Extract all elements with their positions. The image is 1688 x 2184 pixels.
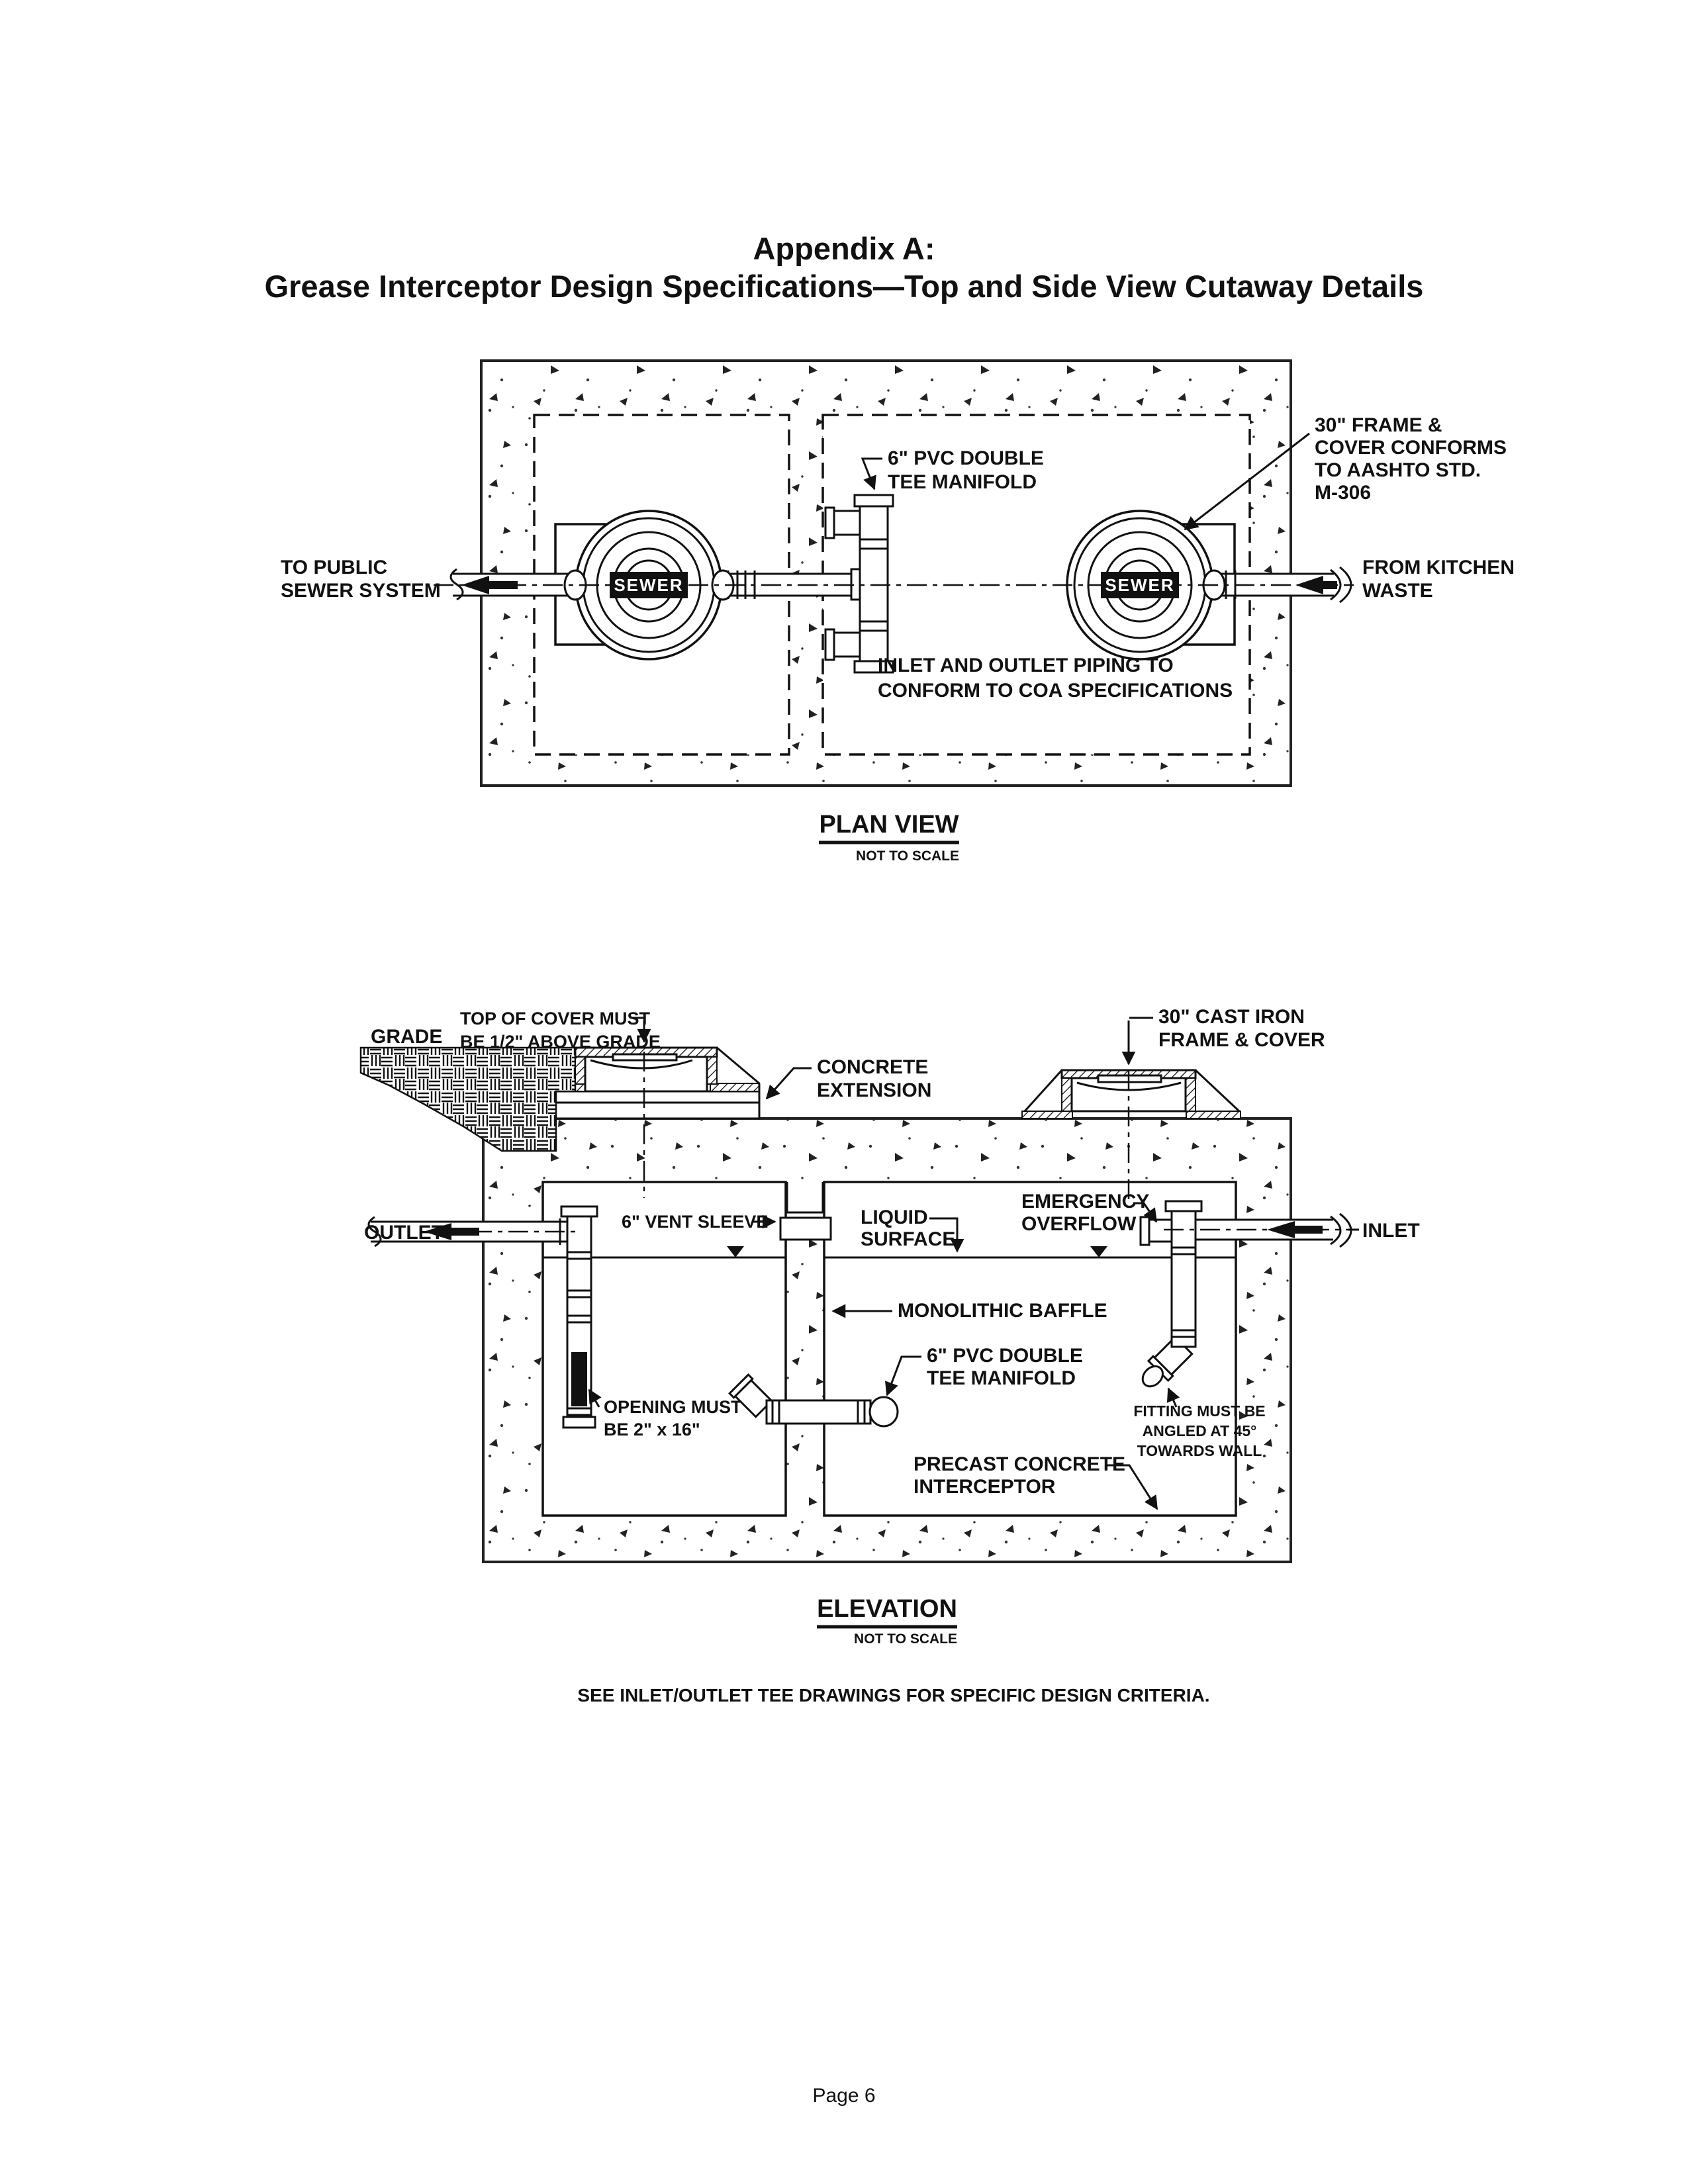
svg-text:SURFACE: SURFACE <box>861 1228 955 1250</box>
svg-text:30" CAST IRON: 30" CAST IRON <box>1158 1006 1305 1028</box>
svg-text:ELEVATION: ELEVATION <box>817 1595 957 1623</box>
plan-frame-cover-label: 30" FRAME & COVER CONFORMS TO AASHTO STD… <box>1184 414 1507 531</box>
svg-text:INLET: INLET <box>1362 1220 1420 1242</box>
svg-text:TOP OF COVER MUST: TOP OF COVER MUST <box>460 1009 651 1028</box>
svg-text:PRECAST CONCRETE: PRECAST CONCRETE <box>914 1453 1125 1475</box>
vent-notch <box>787 1181 823 1212</box>
elevation-drawing: GRADE TOP OF COVER MUST BE 1/2" ABOVE GR… <box>359 1006 1420 1647</box>
baffle-label: MONOLITHIC BAFFLE <box>831 1300 1107 1322</box>
pipe-break-symbol <box>367 1216 382 1248</box>
svg-text:FITTING MUST BE: FITTING MUST BE <box>1133 1402 1265 1420</box>
inlet-label: INLET <box>1348 1220 1420 1242</box>
svg-text:MONOLITHIC BAFFLE: MONOLITHIC BAFFLE <box>898 1300 1107 1322</box>
design-criteria-note: SEE INLET/OUTLET TEE DRAWINGS FOR SPECIF… <box>577 1685 1210 1706</box>
plan-from-kitchen-label: FROM KITCHEN WASTE <box>1362 557 1515 602</box>
elevation-title: ELEVATION NOT TO SCALE <box>817 1595 957 1647</box>
pipe-bell-end <box>1330 569 1342 601</box>
svg-text:INTERCEPTOR: INTERCEPTOR <box>914 1476 1056 1498</box>
grade-hatch <box>359 1046 577 1152</box>
svg-text:EMERGENCY: EMERGENCY <box>1021 1191 1149 1212</box>
svg-text:TEE MANIFOLD: TEE MANIFOLD <box>888 471 1037 493</box>
plan-view-title: PLAN VIEW NOT TO SCALE <box>819 811 959 864</box>
svg-text:PLAN VIEW: PLAN VIEW <box>819 811 959 839</box>
svg-text:WASTE: WASTE <box>1362 580 1433 602</box>
page-title: Appendix A: Grease Interceptor Design Sp… <box>0 233 1688 309</box>
right-sewer-cover-label: SEWER <box>1101 572 1179 598</box>
opening-label: OPENING MUST BE 2" x 16" <box>588 1388 742 1439</box>
page-number: Page 6 <box>812 2085 876 2107</box>
svg-text:6" PVC DOUBLE: 6" PVC DOUBLE <box>927 1345 1083 1367</box>
svg-text:TOWARDS WALL: TOWARDS WALL <box>1137 1442 1262 1459</box>
right-cover-axis <box>1121 1017 1153 1203</box>
plan-scale-note: NOT TO SCALE <box>856 848 959 864</box>
plan-manifold-label: 6" PVC DOUBLE TEE MANIFOLD <box>861 447 1044 493</box>
svg-text:OVERFLOW: OVERFLOW <box>1021 1213 1137 1235</box>
plan-double-tee-manifold <box>824 494 894 674</box>
precast-label: PRECAST CONCRETE INTERCEPTOR <box>914 1453 1158 1510</box>
elev-manifold-label: 6" PVC DOUBLE TEE MANIFOLD <box>885 1345 1083 1396</box>
right-cover <box>1021 1069 1241 1119</box>
svg-text:SEWER SYSTEM: SEWER SYSTEM <box>281 580 441 602</box>
outlet-opening-slot <box>571 1352 587 1406</box>
pipe-break-symbol <box>449 568 464 601</box>
svg-text:BE 2" x 16": BE 2" x 16" <box>604 1420 700 1439</box>
elev-inlet-assembly <box>1139 1200 1358 1388</box>
svg-text:BE 1/2" ABOVE GRADE: BE 1/2" ABOVE GRADE <box>460 1032 661 1052</box>
title-line-2: Grease Interceptor Design Specifications… <box>264 269 1424 304</box>
vent-sleeve <box>779 1216 832 1241</box>
flow-arrow-inlet <box>1267 1221 1323 1238</box>
emergency-overflow-label: EMERGENCY OVERFLOW <box>1021 1191 1158 1235</box>
cover-lid-dish <box>590 1059 693 1069</box>
grade-label: GRADE <box>371 1026 442 1048</box>
svg-text:EXTENSION: EXTENSION <box>817 1079 931 1101</box>
left-sewer-cover-label: SEWER <box>610 572 688 598</box>
svg-text:6" VENT SLEEVE: 6" VENT SLEEVE <box>622 1212 768 1232</box>
svg-text:FROM KITCHEN: FROM KITCHEN <box>1362 557 1515 578</box>
elev-outlet-assembly <box>367 1205 598 1429</box>
left-cover-axis <box>633 1017 651 1198</box>
elev-manifold <box>728 1373 899 1428</box>
svg-text:FRAME & COVER: FRAME & COVER <box>1158 1029 1325 1051</box>
emergency-overflow-stub <box>1147 1218 1173 1243</box>
svg-text:TO PUBLIC: TO PUBLIC <box>281 557 387 578</box>
top-cover-label: TOP OF COVER MUST BE 1/2" ABOVE GRADE <box>460 1009 661 1052</box>
svg-text:CONFORM TO COA SPECIFICATIONS: CONFORM TO COA SPECIFICATIONS <box>878 680 1233 702</box>
svg-text:OPENING MUST: OPENING MUST <box>604 1397 742 1417</box>
left-cover <box>574 1046 760 1093</box>
plan-view-drawing: SEWER SEWER 6" PVC DOUBLE TEE MANIFOLD 3… <box>281 359 1515 864</box>
svg-text:TEE MANIFOLD: TEE MANIFOLD <box>927 1367 1076 1389</box>
sewer-text-right: SEWER <box>1105 575 1174 595</box>
concrete-extension-label: CONCRETE EXTENSION <box>765 1056 931 1101</box>
svg-text:TO AASHTO STD.: TO AASHTO STD. <box>1315 459 1481 481</box>
vent-sleeve-label: 6" VENT SLEEVE <box>622 1212 776 1232</box>
fitting-label: FITTING MUST BE ANGLED AT 45° TOWARDS WA… <box>1133 1387 1266 1459</box>
title-line-1: Appendix A: <box>753 231 935 266</box>
svg-text:ANGLED AT 45°: ANGLED AT 45° <box>1143 1422 1257 1439</box>
liquid-surface-label: LIQUID SURFACE <box>861 1206 964 1253</box>
svg-text:LIQUID: LIQUID <box>861 1206 928 1228</box>
plan-to-public-label: TO PUBLIC SEWER SYSTEM <box>281 557 441 602</box>
svg-text:CONCRETE: CONCRETE <box>817 1056 928 1078</box>
sewer-text-left: SEWER <box>614 575 683 595</box>
elev-tank <box>482 1117 1292 1563</box>
svg-text:COVER CONFORMS: COVER CONFORMS <box>1315 437 1507 459</box>
svg-text:30" FRAME &: 30" FRAME & <box>1315 414 1442 436</box>
svg-text:6" PVC DOUBLE: 6" PVC DOUBLE <box>888 447 1044 469</box>
elevation-scale-note: NOT TO SCALE <box>854 1631 957 1647</box>
svg-text:INLET AND OUTLET PIPING TO: INLET AND OUTLET PIPING TO <box>878 655 1174 676</box>
cast-iron-label: 30" CAST IRON FRAME & COVER <box>1158 1006 1325 1051</box>
svg-text:M-306: M-306 <box>1315 482 1371 504</box>
pipe-bell-end <box>1330 1215 1342 1246</box>
outlet-label: OUTLET <box>364 1222 444 1244</box>
plan-piping-note: INLET AND OUTLET PIPING TO CONFORM TO CO… <box>878 655 1233 702</box>
